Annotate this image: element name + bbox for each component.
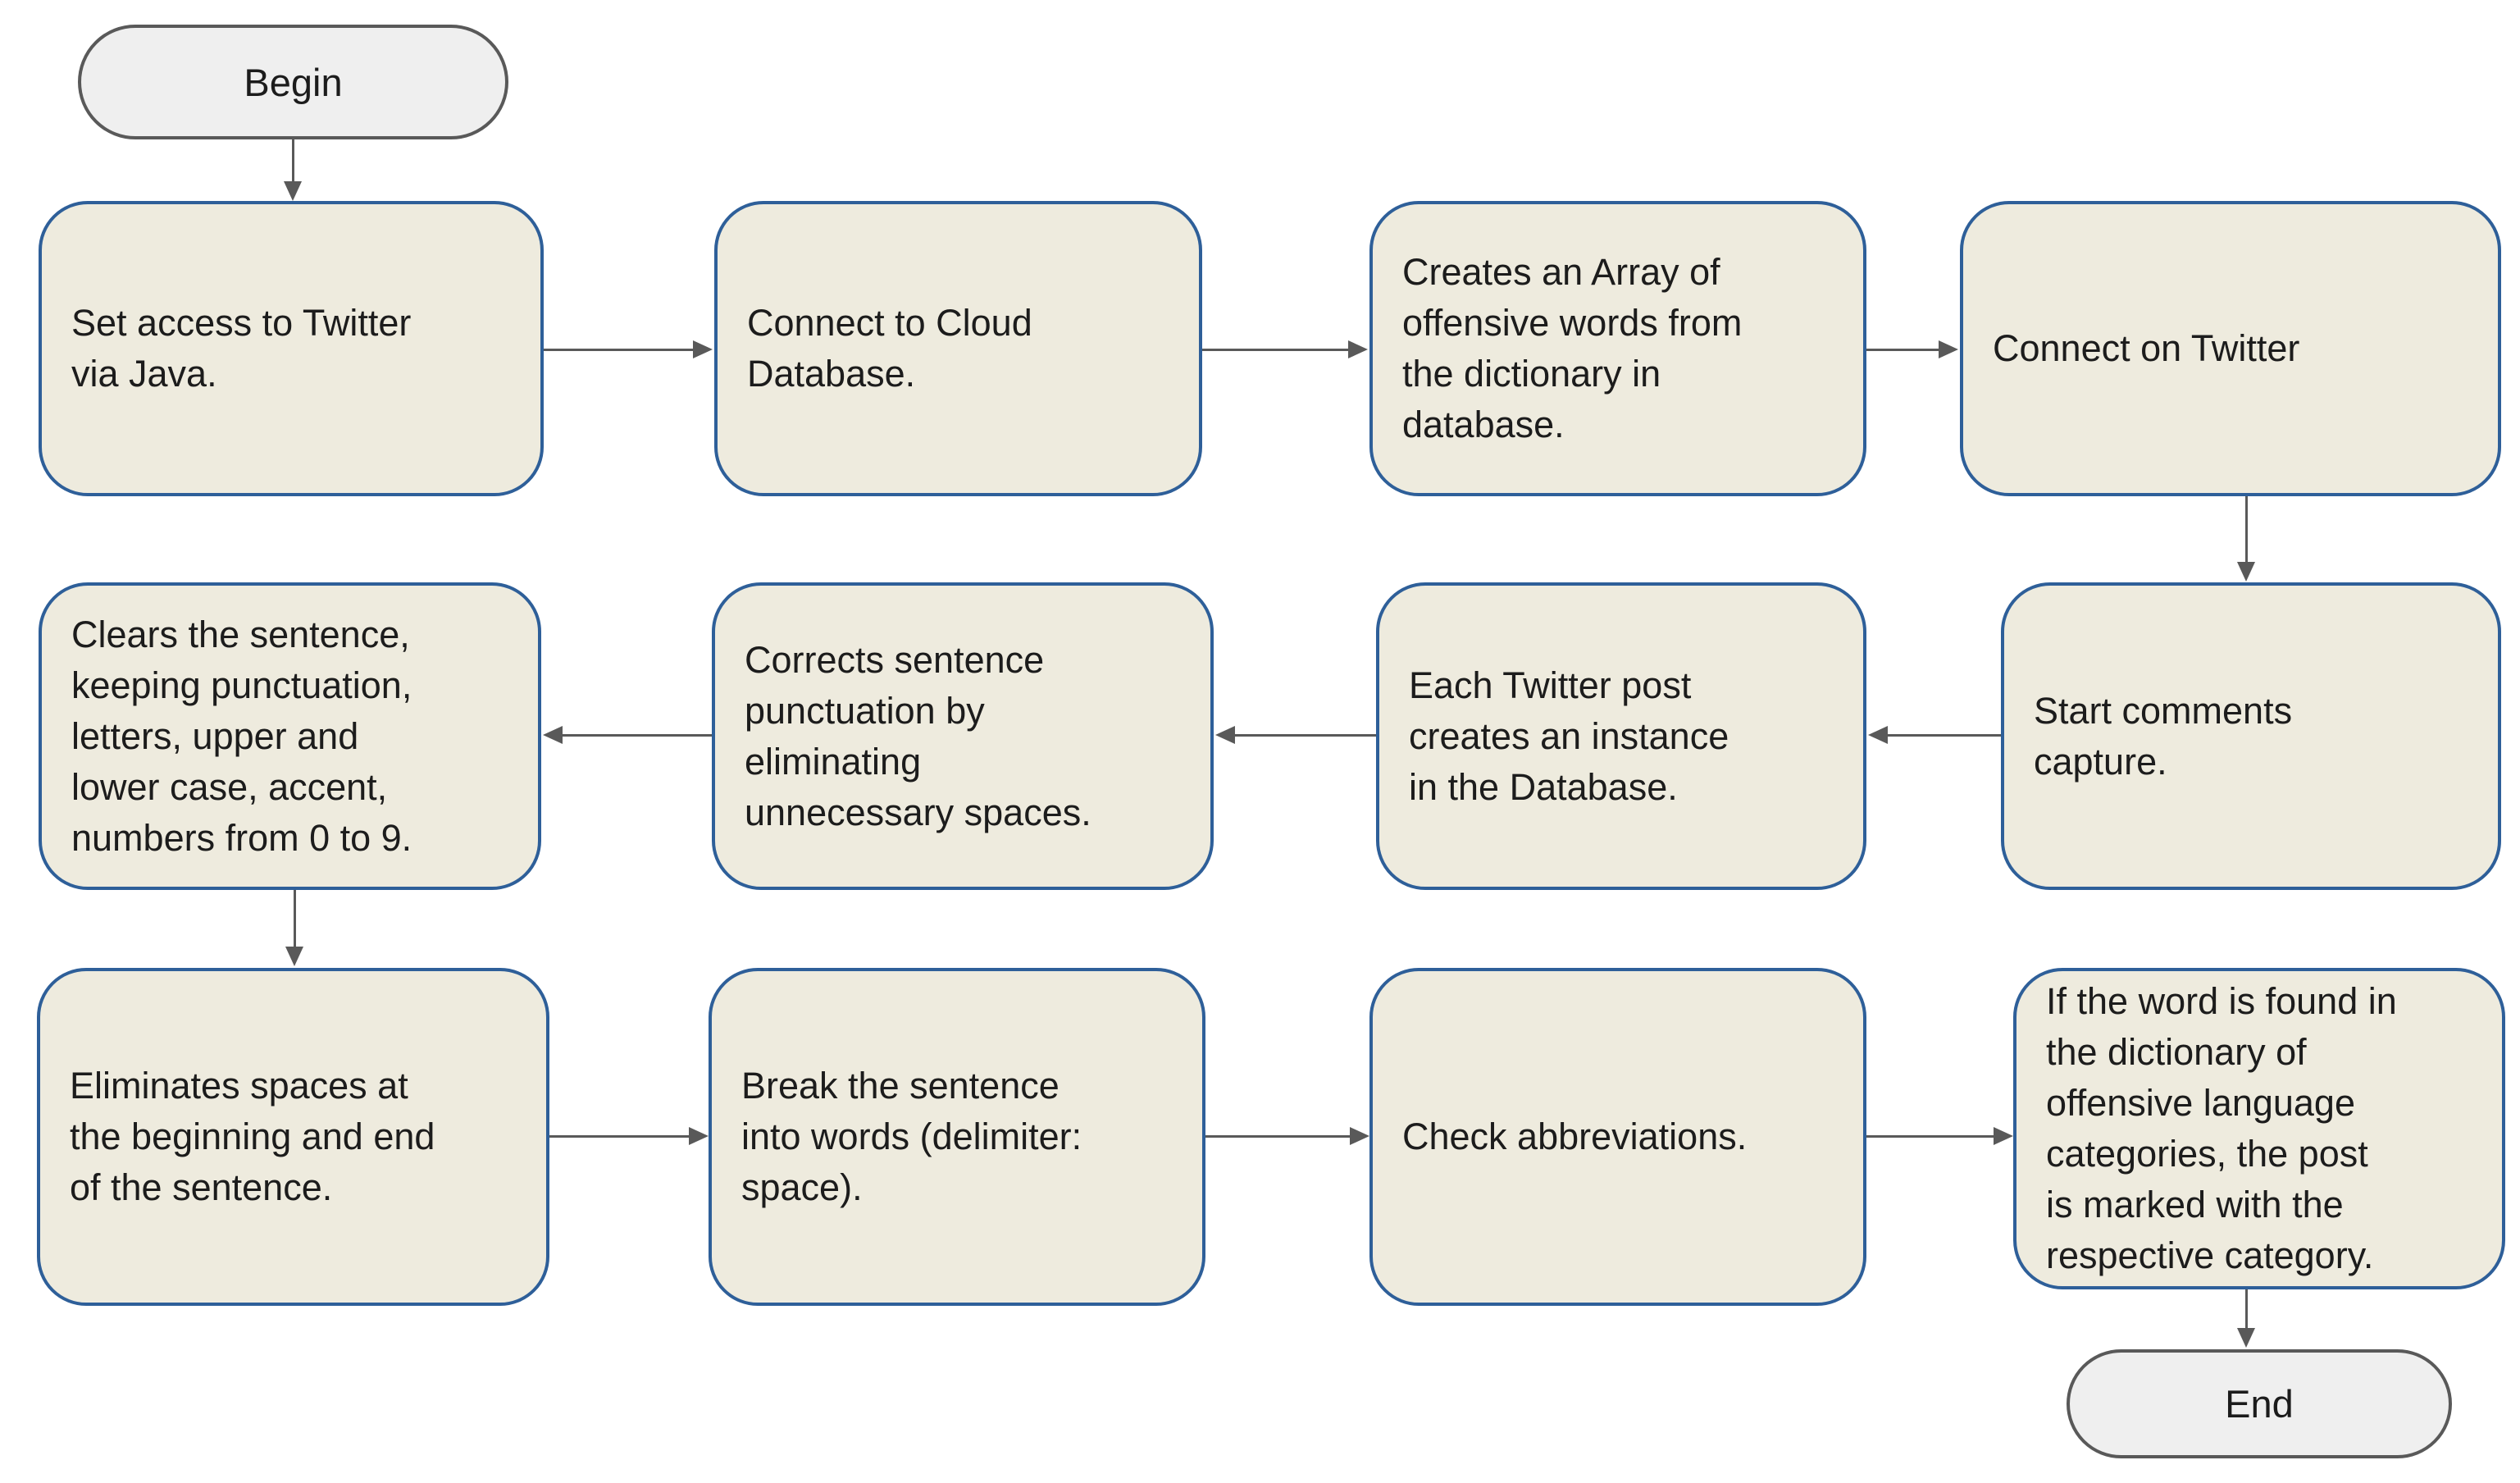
node-clear-sentence: Clears the sentence, keeping punctuation… <box>39 582 541 890</box>
arrow-set-access-to-connect-cloud-head <box>693 340 713 358</box>
node-check-abbreviations: Check abbreviations. <box>1369 968 1866 1306</box>
node-connect-cloud-database: Connect to Cloud Database. <box>714 201 1202 496</box>
node-mark-category: If the word is found in the dictionary o… <box>2013 968 2505 1289</box>
arrow-check-abbreviations-to-mark-category-head <box>1994 1127 2013 1145</box>
arrow-array-to-connect-twitter-head <box>1939 340 1958 358</box>
arrow-connect-twitter-to-start-capture-head <box>2237 562 2255 582</box>
arrow-array-to-connect-twitter-line <box>1866 349 1939 351</box>
arrow-begin-to-set-access-head <box>284 181 302 201</box>
arrow-correct-punctuation-to-clear-sentence-line <box>563 734 712 737</box>
arrow-connect-cloud-to-array-head <box>1348 340 1368 358</box>
node-correct-punctuation: Corrects sentence punctuation by elimina… <box>712 582 1214 890</box>
node-break-into-words: Break the sentence into words (delimiter… <box>709 968 1205 1306</box>
arrow-begin-to-set-access-line <box>292 139 294 183</box>
arrow-clear-sentence-to-eliminate-spaces-line <box>294 890 296 948</box>
arrow-post-instance-to-correct-punctuation-head <box>1215 726 1235 744</box>
node-connect-on-twitter: Connect on Twitter <box>1960 201 2501 496</box>
arrow-connect-cloud-to-array-line <box>1202 349 1348 351</box>
arrow-post-instance-to-correct-punctuation-line <box>1235 734 1376 737</box>
arrow-start-capture-to-post-instance-line <box>1888 734 2001 737</box>
arrow-correct-punctuation-to-clear-sentence-head <box>543 726 563 744</box>
node-set-access-twitter: Set access to Twitter via Java. <box>39 201 544 496</box>
arrow-set-access-to-connect-cloud-line <box>544 349 693 351</box>
node-start-comments-capture: Start comments capture. <box>2001 582 2501 890</box>
node-create-offensive-words-array: Creates an Array of offensive words from… <box>1369 201 1866 496</box>
node-create-post-instance: Each Twitter post creates an instance in… <box>1376 582 1866 890</box>
arrow-start-capture-to-post-instance-head <box>1868 726 1888 744</box>
arrow-clear-sentence-to-eliminate-spaces-head <box>285 947 303 966</box>
begin-terminal: Begin <box>78 25 508 139</box>
arrow-break-words-to-check-abbreviations-line <box>1205 1135 1350 1138</box>
arrow-check-abbreviations-to-mark-category-line <box>1866 1135 1994 1138</box>
arrow-mark-category-to-end-line <box>2245 1289 2248 1330</box>
arrow-eliminate-spaces-to-break-words-line <box>549 1135 689 1138</box>
end-terminal: End <box>2067 1349 2452 1458</box>
arrow-break-words-to-check-abbreviations-head <box>1350 1127 1369 1145</box>
node-eliminate-edge-spaces: Eliminates spaces at the beginning and e… <box>37 968 549 1306</box>
arrow-mark-category-to-end-head <box>2237 1328 2255 1348</box>
arrow-eliminate-spaces-to-break-words-head <box>689 1127 709 1145</box>
arrow-connect-twitter-to-start-capture-line <box>2245 496 2248 564</box>
